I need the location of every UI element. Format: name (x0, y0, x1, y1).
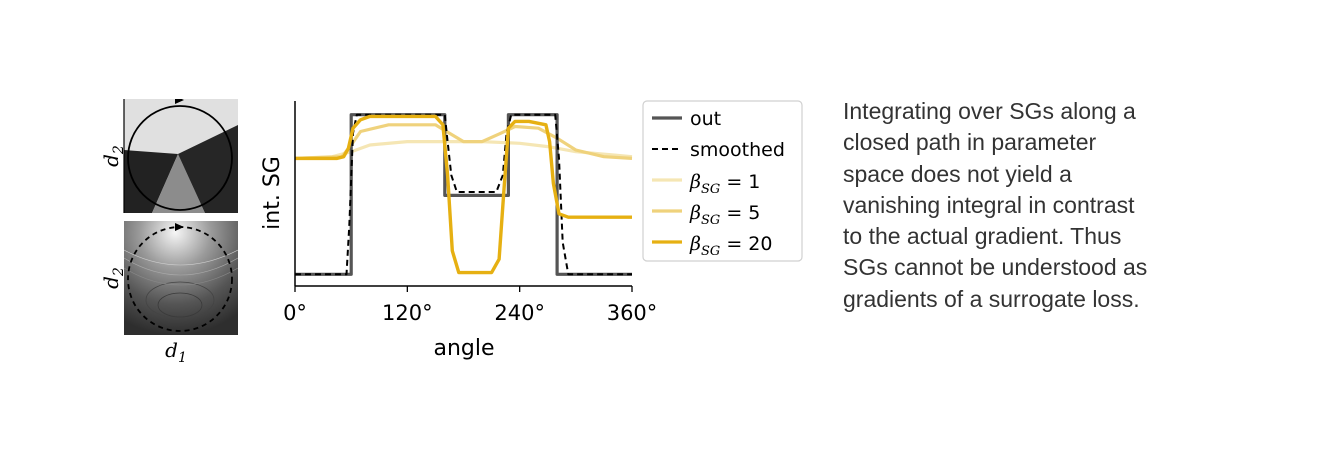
caption-line: space does not yield a (843, 160, 1072, 187)
legend: out smoothed βSG = 1 βSG = 5 βSG = 20 (642, 100, 803, 262)
series-out (295, 113, 632, 276)
x-ticks: 0° 120° 240° 360° (283, 286, 657, 325)
series-layer (294, 113, 633, 276)
series-beta5 (294, 123, 633, 160)
legend-frame (642, 100, 803, 262)
x-tick-label: 240° (494, 301, 545, 325)
bottom-thumbnail (124, 221, 238, 335)
series-beta20 (295, 114, 632, 275)
caption-line: closed path in parameter (843, 129, 1097, 156)
caption-line: Integrating over SGs along a (843, 98, 1136, 124)
bottom-thumbnail-ylabel: d2 (99, 267, 127, 289)
caption-text: Integrating over SGs along a closed path… (843, 96, 1203, 315)
bottom-arrow-icon (175, 223, 184, 231)
top-thumbnail-ylabel: d2 (99, 145, 127, 167)
line-chart: 0° 120° 240° 360° angle int. SG (260, 101, 657, 361)
x-tick-label: 120° (382, 301, 433, 325)
x-axis-label: angle (433, 336, 494, 361)
top-thumbnail (124, 99, 238, 213)
y-axis-label: int. SG (260, 156, 285, 230)
caption-line: vanishing integral in contrast (843, 191, 1135, 218)
top-path-circle (127, 105, 233, 211)
legend-label-beta20: βSG = 20 (689, 233, 772, 259)
bottom-thumbnail-xlabel: d1 (165, 338, 187, 366)
top-arrow-icon (175, 99, 184, 104)
caption-line: SGs cannot be understood as (843, 254, 1148, 281)
x-tick-label: 360° (607, 301, 658, 325)
legend-label-smoothed: smoothed (690, 139, 785, 161)
legend-label-out: out (690, 108, 721, 130)
caption-line: to the actual gradient. Thus (843, 223, 1122, 250)
legend-label-beta1: βSG = 1 (689, 171, 760, 197)
legend-label-beta5: βSG = 5 (689, 202, 760, 228)
x-tick-label: 0° (283, 301, 307, 325)
caption-line: gradients of a surrogate loss. (843, 285, 1140, 312)
